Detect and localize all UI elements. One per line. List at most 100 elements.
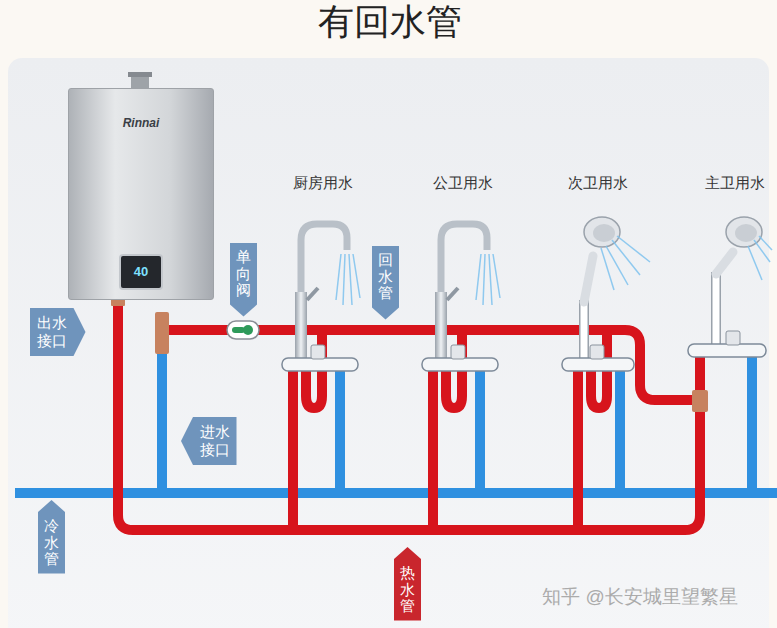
- node-text: 回水管: [378, 252, 393, 302]
- cold-water-pipe: [335, 366, 345, 493]
- hot-water-pipe: [428, 368, 438, 530]
- node-text: Rinnai: [69, 116, 213, 130]
- check-valve: [227, 321, 259, 339]
- pipe-fitting: [111, 298, 708, 412]
- return-pipe: [168, 330, 700, 400]
- kitchen-faucet: [336, 254, 360, 305]
- check-valve: [243, 325, 253, 335]
- mixing-valve: [688, 344, 766, 357]
- mixing-valve: [311, 345, 325, 359]
- kitchen-faucet: [307, 288, 318, 300]
- callout-tag: 单向阀: [230, 243, 257, 317]
- kitchen-faucet: [353, 254, 360, 298]
- label-wrap: 公卫用水: [433, 174, 493, 192]
- kitchen-faucet: [343, 254, 345, 305]
- main-bath-shower: [716, 217, 772, 344]
- main-bath-shower: [713, 272, 720, 344]
- tag-outline: [38, 500, 65, 574]
- public-bath-faucet: [476, 254, 500, 305]
- column-label: 公卫用水: [433, 174, 493, 192]
- cold-water-pipe: [615, 366, 625, 493]
- cold-water-pipe: [475, 366, 485, 493]
- main-bath-shower: [754, 240, 770, 262]
- column-label: 主卫用水: [705, 174, 765, 192]
- kitchen-faucet: [336, 254, 341, 300]
- public-bath-faucet: [476, 254, 481, 300]
- node-text: 热水管: [400, 565, 415, 615]
- mixing-valve: [422, 358, 498, 371]
- public-bath-faucet: [493, 254, 500, 298]
- callout-tag: 进水 接口: [181, 417, 237, 465]
- mixing-valve: [590, 345, 604, 359]
- node-text: 40: [134, 264, 148, 280]
- callout-tag: 出水 接口: [30, 308, 86, 356]
- cold-water-pipe: [157, 350, 167, 493]
- tag-outline: [230, 243, 257, 317]
- label-wrap: 厨房用水: [293, 174, 353, 192]
- check-valve: [227, 321, 259, 339]
- tag-outline: [394, 547, 421, 621]
- second-bath-shower: [593, 224, 615, 242]
- mixing-valve: [562, 358, 634, 371]
- kitchen-faucet: [295, 292, 307, 358]
- mixing-valve: [451, 345, 465, 359]
- main-bath-shower: [759, 236, 772, 250]
- title-wrap: 有回水管: [318, 0, 462, 43]
- heater-display: 40: [119, 254, 163, 290]
- cold-water-pipe: [15, 488, 777, 498]
- callout-tag: 冷水管: [38, 500, 65, 574]
- second-bath-shower: [606, 246, 628, 285]
- cold-water-pipe: [15, 350, 777, 493]
- kitchen-faucet: [295, 224, 360, 358]
- main-bath-shower: [711, 272, 721, 344]
- public-bath-faucet: [435, 292, 447, 358]
- hot-water-pipe: [573, 368, 583, 530]
- diagram-title: 有回水管: [318, 0, 462, 43]
- column-label: 次卫用水: [568, 174, 628, 192]
- mixing-valve: [282, 331, 766, 371]
- mixing-valve: [282, 358, 358, 371]
- cold-water-pipe: [747, 352, 757, 493]
- tag-outline: [181, 417, 237, 465]
- main-bath-shower: [735, 224, 757, 242]
- water-heater: Rinnai 40: [68, 88, 214, 300]
- public-bath-faucet: [489, 254, 492, 305]
- main-bath-shower: [716, 252, 733, 274]
- hot-water-pipe: [118, 300, 700, 530]
- public-bath-faucet: [447, 288, 458, 300]
- second-bath-shower: [601, 248, 614, 290]
- node-text: 出水 接口: [36, 314, 68, 350]
- node-text: 冷水管: [44, 518, 59, 568]
- label-wrap: 知乎 @长安城里望繁星: [542, 586, 738, 609]
- node-text: 单向阀: [236, 249, 251, 299]
- second-bath-shower: [601, 236, 650, 290]
- kitchen-faucet: [349, 254, 352, 305]
- node-text: 进水 接口: [199, 423, 231, 459]
- public-bath-faucet: [483, 254, 485, 305]
- public-bath-faucet: [435, 224, 500, 358]
- hot-water-pipe: [288, 368, 298, 530]
- second-bath-shower: [584, 217, 650, 358]
- background-panel: [8, 58, 769, 628]
- callout-tag: 回水管: [372, 246, 399, 320]
- column-label: 厨房用水: [293, 174, 353, 192]
- mixing-valve: [726, 331, 740, 345]
- main-bath-shower: [748, 246, 762, 280]
- pipe-fitting: [692, 390, 708, 412]
- second-bath-shower: [579, 300, 589, 358]
- background-panel: [8, 58, 769, 628]
- second-bath-shower: [584, 256, 593, 302]
- return-pipe: [168, 330, 700, 400]
- callout-tag: 热水管: [394, 547, 421, 621]
- second-bath-shower: [612, 240, 640, 275]
- label-wrap: 次卫用水: [568, 174, 628, 192]
- second-bath-shower: [617, 236, 650, 262]
- label-wrap: 主卫用水: [705, 174, 765, 192]
- hot-water-pipe: [118, 300, 700, 530]
- second-bath-shower: [581, 300, 588, 358]
- watermark: 知乎 @长安城里望繁星: [542, 586, 738, 609]
- main-bath-shower: [748, 236, 772, 280]
- tag-outline: [372, 246, 399, 320]
- tag-outline: [30, 308, 86, 356]
